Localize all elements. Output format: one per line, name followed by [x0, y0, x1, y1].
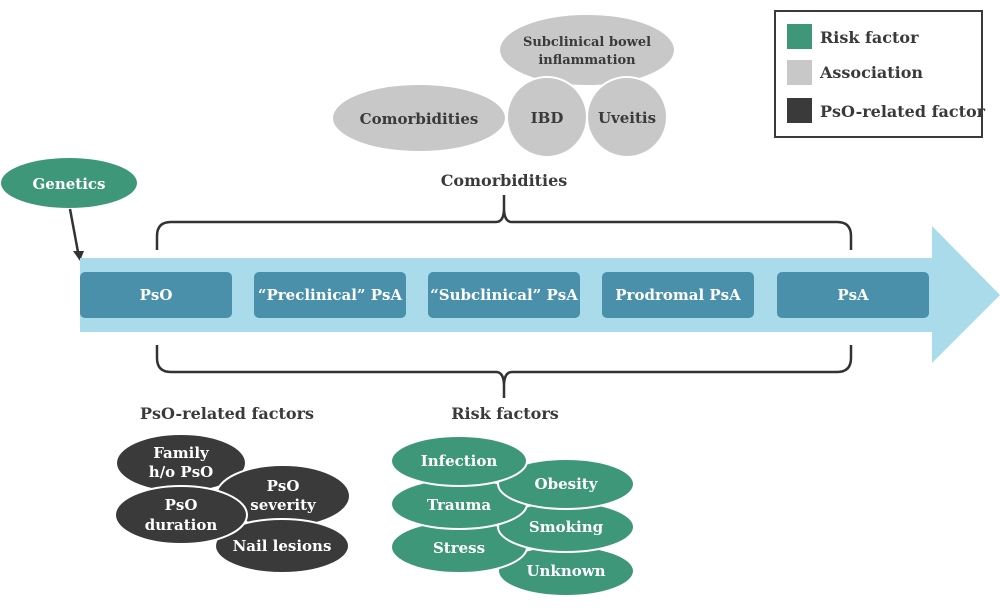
bubble-subclinical-bowel-inflammation: [498, 13, 676, 87]
stage-label: PsO: [140, 286, 173, 304]
bubble-label: Subclinical bowel: [523, 35, 651, 50]
stage-box: [777, 272, 929, 318]
legend-swatch-association: [787, 60, 812, 85]
bubble-uveitis: [586, 76, 668, 158]
bubble-label: h/o PsO: [149, 463, 213, 481]
stage-label: “Subclinical” PsA: [430, 286, 578, 304]
bubble-label: Unknown: [526, 562, 605, 580]
bubble-pso-duration: [114, 485, 248, 545]
stage-boxes: PsO “Preclinical” PsA “Subclinical” PsA Pro…: [80, 272, 929, 318]
bubble-label: IBD: [531, 109, 564, 127]
upper-brace: [155, 195, 853, 250]
risk-factor-bubbles: Unknown Stress Smoking Trauma Obesity In…: [390, 435, 635, 597]
bubble-label: PsO: [267, 477, 300, 495]
bubble-label: severity: [250, 496, 317, 514]
stage-box: [602, 272, 754, 318]
bubble-comorbidities: [331, 83, 507, 153]
legend-label-association: Association: [819, 63, 923, 82]
genetics-connector: [68, 208, 80, 253]
stage-box: [80, 272, 232, 318]
bubble-label: Obesity: [535, 475, 599, 493]
stage-box: [254, 272, 406, 318]
legend-label-pso-related: PsO-related factor: [820, 102, 986, 121]
bubble-label: Smoking: [529, 518, 604, 536]
genetics-bubble: [1, 158, 137, 208]
stage-label: Prodromal PsA: [615, 286, 741, 304]
legend-swatch-pso-related: [787, 98, 812, 123]
risk-factors-heading: Risk factors: [451, 404, 559, 423]
comorbidities-heading: Comorbidities: [441, 171, 568, 190]
arrowhead-icon: [73, 251, 84, 261]
pso-related-bubbles: Family h/o PsO PsO severity Nail lesions…: [114, 433, 351, 574]
bubble-label: inflammation: [538, 53, 636, 68]
bubble-nail-lesions: [214, 518, 350, 574]
bubble-infection: [390, 435, 528, 487]
bubble-label: PsO: [165, 496, 198, 514]
bubble-obesity: [497, 458, 635, 510]
stage-label: “Preclinical” PsA: [258, 286, 403, 304]
stage-box: [428, 272, 580, 318]
genetics-label: Genetics: [32, 175, 105, 193]
bubble-label: duration: [145, 516, 218, 534]
legend-label-risk: Risk factor: [820, 28, 919, 47]
lower-brace: [155, 345, 853, 398]
bubble-label: Nail lesions: [233, 537, 332, 555]
bubble-label: Uveitis: [598, 109, 656, 127]
bubble-label: Comorbidities: [360, 110, 479, 128]
legend-swatch-risk: [787, 24, 812, 49]
bubble-label: Infection: [421, 452, 498, 470]
bubble-label: Family: [153, 444, 210, 462]
legend: Risk factor Association PsO-related fact…: [774, 10, 986, 138]
bubble-label: Stress: [433, 539, 485, 557]
pso-related-heading: PsO-related factors: [140, 404, 314, 423]
bubble-label: Trauma: [427, 496, 491, 514]
stage-label: PsA: [837, 286, 869, 304]
comorbidity-bubbles: Subclinical bowel inflammation Comorbidi…: [331, 13, 676, 158]
